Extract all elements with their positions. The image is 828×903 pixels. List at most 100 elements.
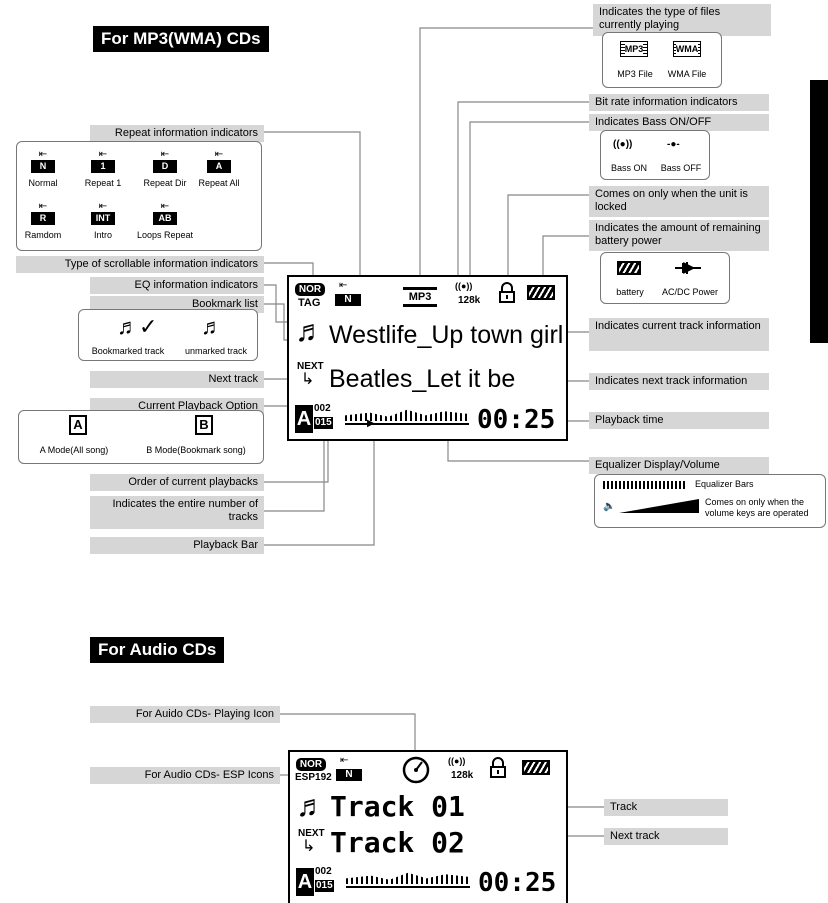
repeat-arrow-icon: ⇤ xyxy=(38,149,48,160)
bookmarked-note-icon: ♬✓ xyxy=(117,314,158,339)
repeat-glyph-icon: R xyxy=(31,212,55,225)
label-audio-next-track: Next track xyxy=(604,828,728,845)
volume-caption: Comes on only when the volume keys are o… xyxy=(705,497,809,518)
tag-indicator: TAG xyxy=(298,297,321,309)
repeat-mode-caption: Loops Repeat xyxy=(136,230,194,240)
power-box: battery AC/DC Power xyxy=(600,252,730,304)
battery-caption: battery xyxy=(616,287,644,297)
audio-playback-time: 00:25 xyxy=(478,868,557,898)
speaker-icon: 🔈 xyxy=(603,501,616,512)
bookmark-box: ♬✓ ♬ Bookmarked track unmarked track xyxy=(78,309,258,361)
repeat-glyph-icon: 1 xyxy=(91,160,115,173)
bass-on-icon: ((●)) xyxy=(613,139,633,150)
label-repeat: Repeat information indicators xyxy=(90,125,264,142)
repeat-arrow-icon: ⇤ xyxy=(339,280,348,291)
audio-battery-indicator xyxy=(522,760,550,775)
label-audio-track: Track xyxy=(604,799,728,816)
file-type-indicator: MP3 xyxy=(403,287,437,307)
eq-bars-icon xyxy=(603,481,687,489)
audio-current-track: Track 01 xyxy=(330,790,465,823)
label-bass: Indicates Bass ON/OFF xyxy=(589,114,769,131)
repeat-mode-caption: Repeat All xyxy=(198,178,240,188)
audio-repeat-mode-icon: N xyxy=(336,769,362,781)
label-eq: EQ information indicators xyxy=(90,277,264,294)
repeat-glyph-icon: AB xyxy=(153,212,177,225)
b-mode-caption: B Mode(Bookmark song) xyxy=(146,445,246,455)
wma-file-icon: WMA xyxy=(673,41,701,57)
a-mode-caption: A Mode(All song) xyxy=(39,445,109,455)
audio-track-note-icon: ♬ xyxy=(296,790,326,823)
mp3-file-icon: MP3 xyxy=(620,41,648,57)
lcd-audio: NOR ESP192 ⇤ N ((●)) 128k ♬ Track 01 NEX… xyxy=(288,750,568,903)
next-track-text: Beatles_Let it be xyxy=(329,365,516,393)
label-bar: Playback Bar xyxy=(90,537,264,554)
plug-icon xyxy=(675,262,701,274)
repeat-arrow-icon: ⇤ xyxy=(98,201,108,212)
audio-order-indicator: 002 xyxy=(315,866,332,877)
repeat-arrow-icon: ⇤ xyxy=(160,201,170,212)
label-scroll: Type of scrollable information indicator… xyxy=(16,256,264,273)
section-title-audio: For Audio CDs xyxy=(90,637,225,663)
repeat-mode-caption: Ramdom xyxy=(24,230,62,240)
label-playback-time: Playback time xyxy=(589,412,769,429)
bass-indicator: ((●)) xyxy=(455,281,473,291)
volume-ramp-icon xyxy=(619,499,699,513)
repeat-glyph-icon: D xyxy=(153,160,177,173)
bass-on-caption: Bass ON xyxy=(610,163,647,173)
repeat-mode-caption: Repeat 1 xyxy=(84,178,122,188)
wma-file-caption: WMA File xyxy=(667,69,707,79)
audio-option-mode-icon: A xyxy=(296,868,314,896)
audio-next-arrow-icon: ↳ xyxy=(302,838,316,855)
repeat-arrow-icon: ⇤ xyxy=(160,149,170,160)
eq-bars-caption: Equalizer Bars xyxy=(695,479,754,489)
repeat-mode-caption: Normal xyxy=(28,178,58,188)
b-mode-icon: B xyxy=(195,415,213,435)
unmarked-note-icon: ♬ xyxy=(201,314,223,339)
label-bookmark: Bookmark list xyxy=(90,296,264,313)
audio-lock-icon xyxy=(490,757,506,778)
bitrate-indicator: 128k xyxy=(458,295,481,306)
playback-bar xyxy=(345,423,469,425)
audio-playback-bar xyxy=(346,886,470,888)
audio-bass-indicator: ((●)) xyxy=(448,756,466,766)
mp3-file-caption: MP3 File xyxy=(617,69,653,79)
playback-time: 00:25 xyxy=(477,405,556,435)
esp-indicator: ESP192 xyxy=(295,772,332,783)
lock-icon xyxy=(499,282,515,303)
audio-total-indicator: 015 xyxy=(315,880,334,892)
repeat-arrow-icon: ⇤ xyxy=(38,201,48,212)
label-current-track: Indicates current track information xyxy=(589,318,769,351)
label-next-track: Indicates next track information xyxy=(589,373,769,390)
nor-icon: NOR xyxy=(295,283,325,296)
total-indicator: 015 xyxy=(314,417,333,429)
playback-position-marker: ▶ xyxy=(367,418,375,429)
lcd-mp3: NOR TAG ⇤ N MP3 ((●)) 128k ♬ Westlife_Up… xyxy=(287,275,568,441)
repeat-mode-item: ⇤AB Loops Repeat xyxy=(136,201,194,241)
repeat-glyph-icon: N xyxy=(31,160,55,173)
equalizer-bars xyxy=(345,409,469,421)
bookmarked-caption: Bookmarked track xyxy=(91,346,165,356)
label-order: Order of current playbacks xyxy=(90,474,264,491)
repeat-mode-item: ⇤N Normal xyxy=(28,149,58,189)
playback-option-box: A B A Mode(All song) B Mode(Bookmark son… xyxy=(18,410,264,464)
audio-nor-icon: NOR xyxy=(296,758,326,771)
order-indicator: 002 xyxy=(314,403,331,414)
audio-next-track: Track 02 xyxy=(330,826,465,859)
track-note-icon: ♬ xyxy=(295,315,325,348)
repeat-arrow-icon: ⇤ xyxy=(214,149,224,160)
label-audio-playing-icon: For Auido CDs- Playing Icon xyxy=(90,706,280,723)
label-battery: Indicates the amount of remaining batter… xyxy=(589,220,769,251)
audio-next-label: NEXT xyxy=(298,828,325,839)
ac-caption: AC/DC Power xyxy=(661,287,718,297)
repeat-arrow-icon: ⇤ xyxy=(98,149,108,160)
eq-legend-box: Equalizer Bars 🔈 Comes on only when the … xyxy=(594,474,826,528)
file-type-box: MP3 WMA MP3 File WMA File xyxy=(602,32,722,88)
label-bitrate: Bit rate information indicators xyxy=(589,94,769,111)
unmarked-caption: unmarked track xyxy=(184,346,248,356)
bass-box: ((●)) -●- Bass ON Bass OFF xyxy=(600,130,710,180)
